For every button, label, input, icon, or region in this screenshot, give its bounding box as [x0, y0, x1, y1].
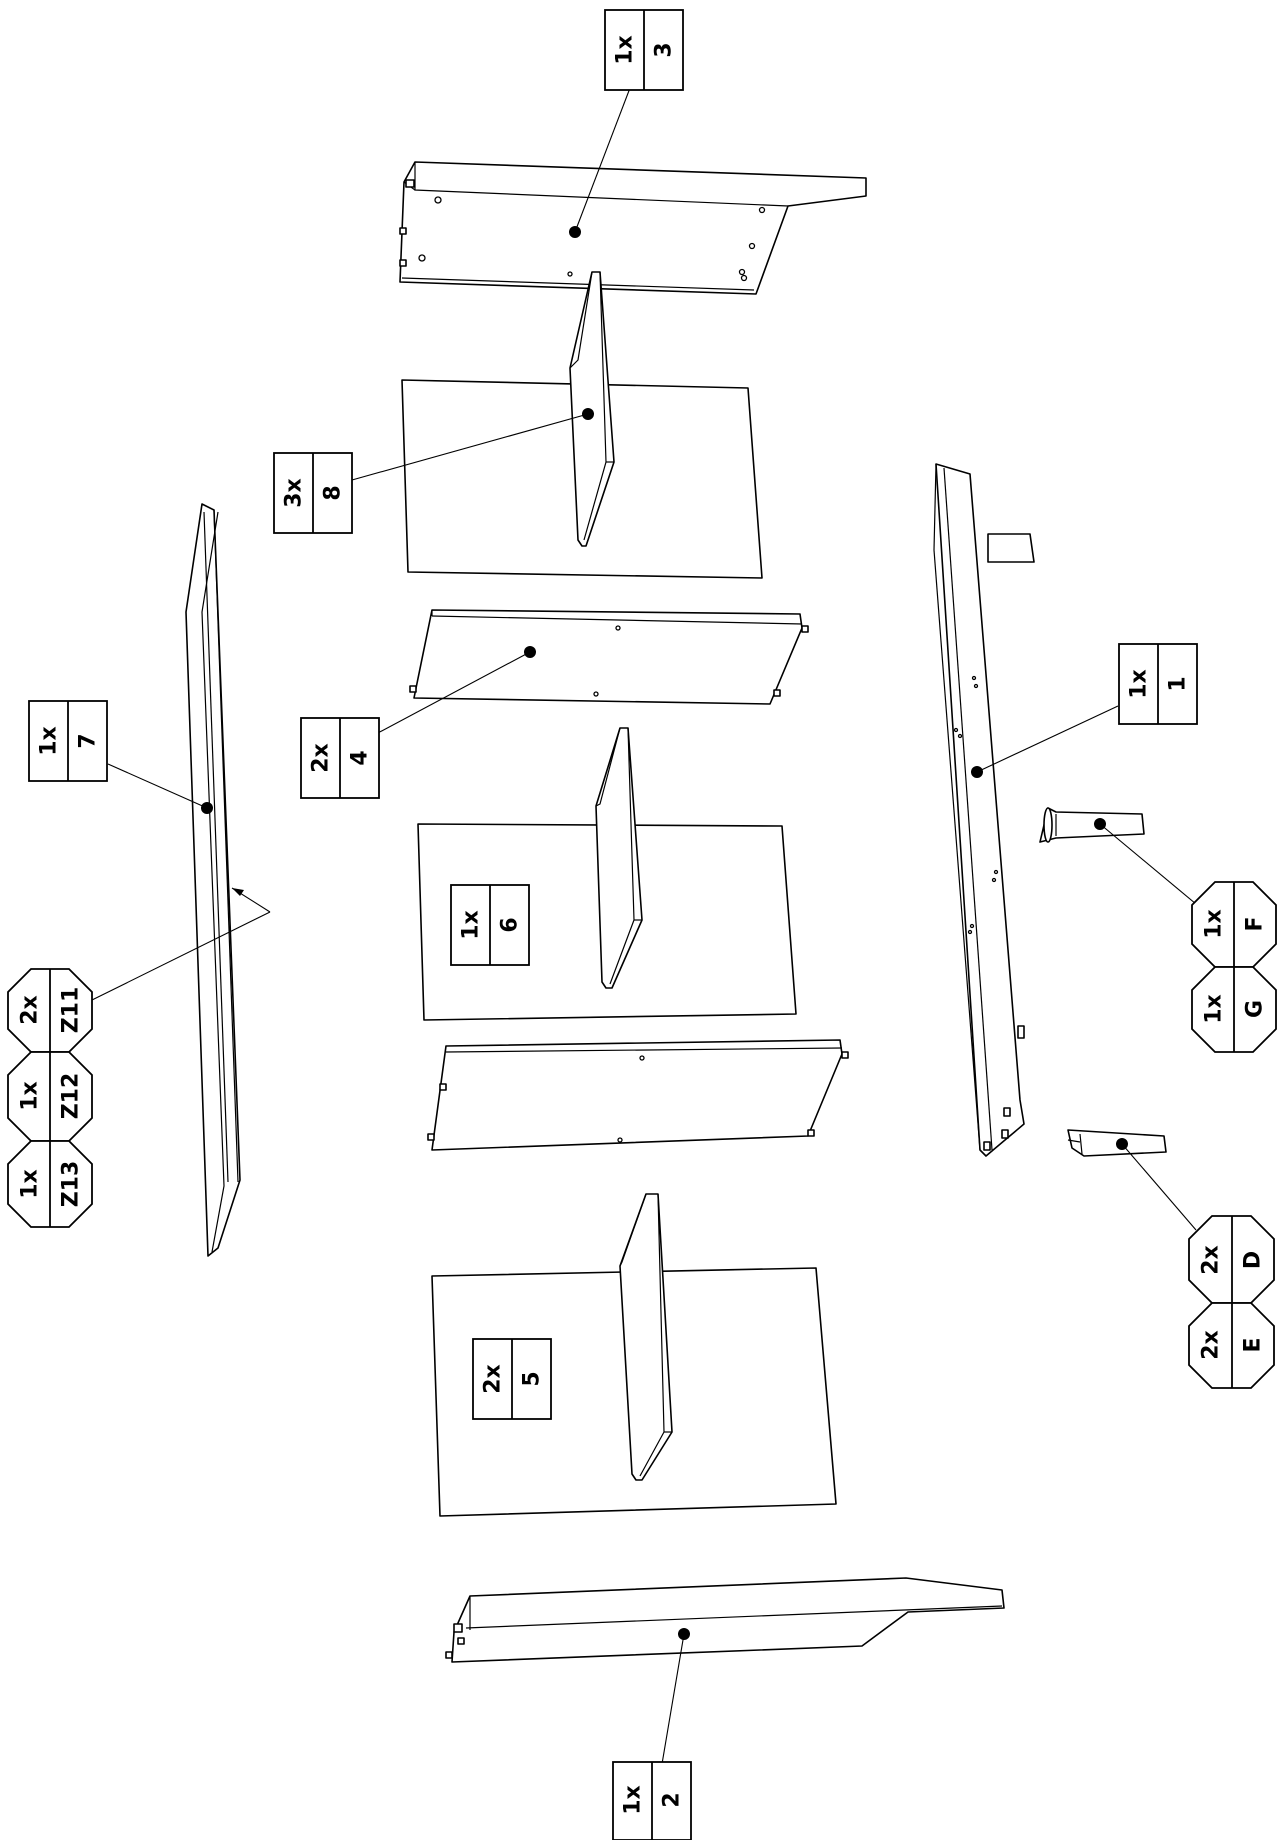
label-part-3-qty: 1x — [613, 35, 638, 65]
label-hw-z12: 1x Z12 — [7, 1051, 93, 1142]
label-part-1: 1x 1 — [1118, 643, 1198, 725]
label-hw-e-qty: 2x — [1199, 1330, 1224, 1360]
label-part-6-code: 6 — [498, 917, 523, 932]
label-part-5-qty: 2x — [481, 1364, 506, 1394]
label-part-5: 2x 5 — [472, 1338, 552, 1420]
hardware-leg-fg — [1039, 807, 1145, 843]
label-part-2-code: 2 — [660, 1792, 685, 1807]
label-part-8: 3x 8 — [273, 452, 353, 534]
label-part-6: 1x 6 — [450, 884, 530, 966]
panel-part-4b — [427, 1039, 849, 1151]
label-hw-d: 2x D — [1188, 1215, 1275, 1304]
label-hw-f-qty: 1x — [1202, 909, 1227, 939]
label-part-1-qty: 1x — [1127, 669, 1152, 699]
label-hw-z11-qty: 2x — [18, 995, 43, 1025]
label-part-4-code: 4 — [348, 750, 373, 765]
rail-part-1 — [933, 463, 1035, 1157]
label-part-5-code: 5 — [520, 1371, 545, 1386]
label-part-1-code: 1 — [1166, 676, 1191, 691]
label-part-2: 1x 2 — [612, 1761, 692, 1840]
label-part-8-code: 8 — [321, 485, 346, 500]
panel-part-3 — [399, 161, 867, 295]
label-part-4: 2x 4 — [300, 717, 380, 799]
label-hw-e: 2x E — [1188, 1302, 1275, 1389]
label-hw-z13: 1x Z13 — [7, 1140, 93, 1228]
label-hw-g-code: G — [1243, 1000, 1268, 1018]
label-hw-f: 1x F — [1191, 881, 1277, 968]
label-hw-z12-code: Z12 — [59, 1073, 84, 1120]
label-part-2-qty: 1x — [621, 1785, 646, 1815]
label-hw-g: 1x G — [1191, 966, 1277, 1053]
label-hw-e-code: E — [1241, 1337, 1266, 1352]
label-part-7: 1x 7 — [28, 700, 108, 782]
panel-part-2 — [445, 1577, 1005, 1663]
label-part-3: 1x 3 — [604, 9, 684, 91]
label-hw-z11-code: Z11 — [59, 987, 84, 1034]
label-part-6-qty: 1x — [459, 910, 484, 940]
panel-part-4 — [409, 609, 809, 705]
label-hw-g-qty: 1x — [1202, 994, 1227, 1024]
label-hw-d-qty: 2x — [1199, 1245, 1224, 1275]
label-part-3-code: 3 — [652, 42, 677, 57]
panel-part-6 — [417, 727, 797, 1021]
label-part-4-qty: 2x — [309, 743, 334, 773]
panel-part-5 — [431, 1193, 837, 1517]
label-part-7-code: 7 — [76, 733, 101, 748]
leader-lines — [91, 87, 1197, 1765]
label-hw-f-code: F — [1243, 916, 1268, 931]
label-part-8-qty: 3x — [282, 478, 307, 508]
label-hw-z12-qty: 1x — [18, 1081, 43, 1111]
label-hw-z13-qty: 1x — [18, 1169, 43, 1199]
label-part-7-qty: 1x — [37, 726, 62, 756]
panel-part-8 — [401, 271, 763, 579]
label-hw-z11: 2x Z11 — [7, 968, 93, 1053]
label-hw-d-code: D — [1241, 1251, 1266, 1269]
rail-part-7 — [185, 503, 241, 1257]
label-hw-z13-code: Z13 — [59, 1161, 84, 1208]
